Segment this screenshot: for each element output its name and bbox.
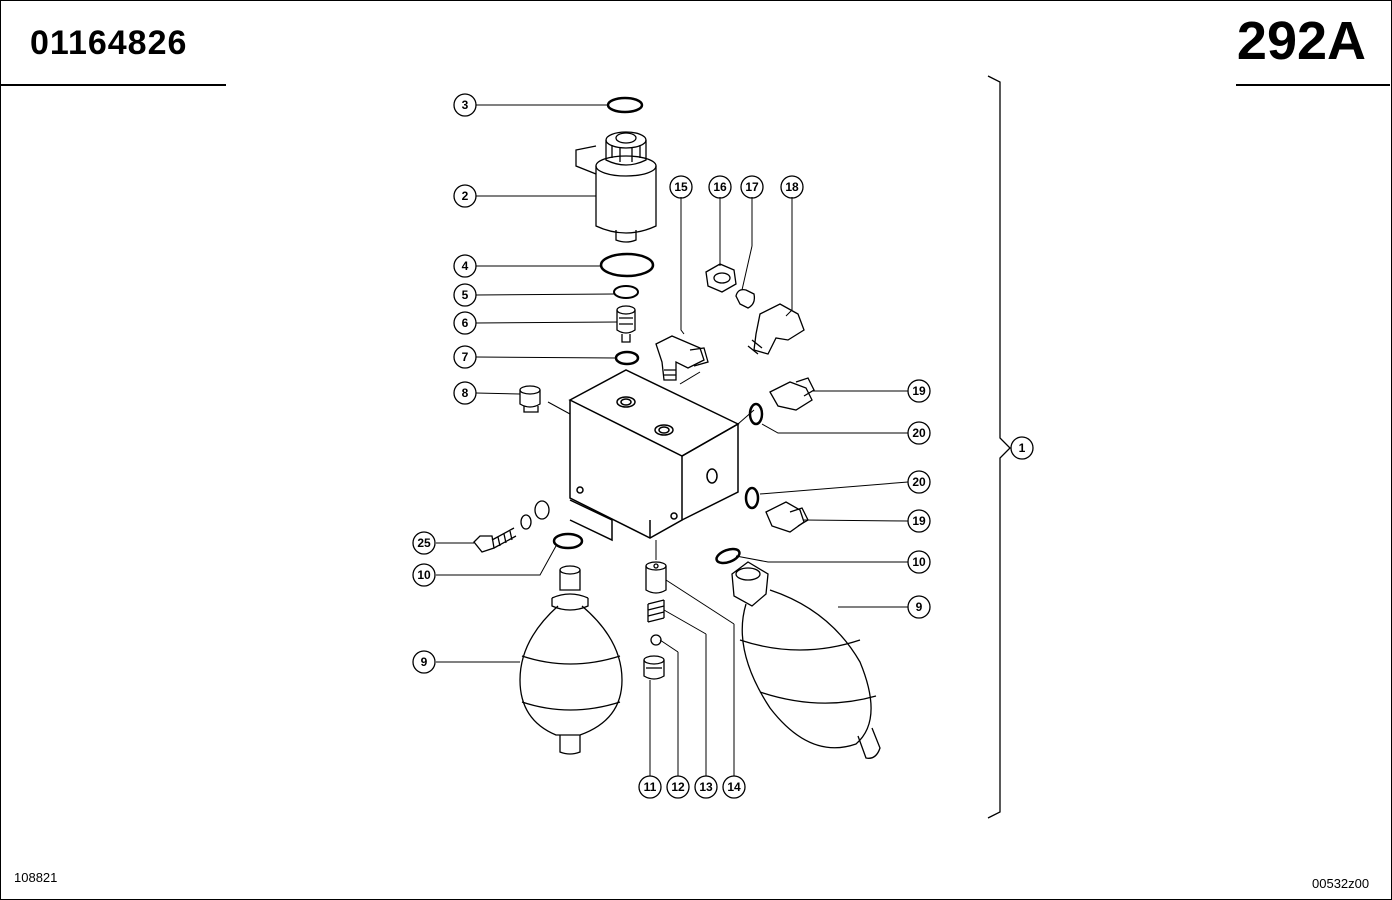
callout-5-label: 5 — [462, 288, 469, 302]
callout-3-label: 3 — [462, 98, 469, 112]
callout-9-left-label: 9 — [421, 655, 428, 669]
plug-11 — [643, 655, 665, 680]
callout-7-label: 7 — [462, 350, 469, 364]
callout-9-left: 9 — [412, 650, 436, 674]
o-ring-7 — [614, 350, 640, 366]
callout-18-label: 18 — [785, 180, 799, 194]
callout-19-lower: 19 — [907, 509, 931, 533]
footer-right-code: 00532z00 — [1312, 876, 1370, 891]
ball-12 — [650, 634, 662, 646]
callout-20-upper: 20 — [907, 421, 931, 445]
callout-3: 3 — [453, 93, 477, 117]
callout-6: 6 — [453, 311, 477, 335]
callouts: 3 2 4 5 6 7 8 15 16 17 18 19 20 1 20 19 … — [412, 93, 1034, 799]
accumulator-9-right — [731, 561, 881, 759]
assembly-bracket — [987, 75, 1011, 819]
leader-lines — [436, 104, 909, 776]
callout-14-label: 14 — [727, 780, 741, 794]
callout-12: 12 — [666, 775, 690, 799]
callout-9-right-label: 9 — [916, 600, 923, 614]
callout-19-upper: 19 — [907, 379, 931, 403]
callout-6-label: 6 — [462, 316, 469, 330]
callout-25: 25 — [412, 531, 436, 555]
callout-10-right: 10 — [907, 550, 931, 574]
callout-4-label: 4 — [462, 259, 469, 273]
o-ring-10-left — [552, 532, 584, 550]
adapter-19-lower — [765, 501, 809, 533]
sleeve-14 — [645, 561, 667, 594]
o-ring-5 — [613, 285, 639, 299]
callout-15: 15 — [669, 175, 693, 199]
callout-10-right-label: 10 — [912, 555, 926, 569]
callout-16: 16 — [708, 175, 732, 199]
callout-17-label: 17 — [745, 180, 759, 194]
o-ring-4 — [599, 252, 655, 278]
callout-20-upper-label: 20 — [912, 426, 926, 440]
callout-18: 18 — [780, 175, 804, 199]
valve-block — [568, 369, 740, 542]
solenoid-coil-2 — [575, 131, 657, 243]
header-rule-right — [1236, 84, 1390, 86]
callout-19-lower-label: 19 — [912, 514, 926, 528]
callout-2-label: 2 — [462, 189, 469, 203]
o-ring-20-lower — [744, 486, 760, 510]
callout-11-label: 11 — [644, 780, 657, 794]
elbow-fitting-15 — [655, 335, 709, 381]
callout-10-left-label: 10 — [417, 568, 431, 582]
callout-17: 17 — [740, 175, 764, 199]
callout-13: 13 — [694, 775, 718, 799]
callout-11: 11 — [638, 775, 662, 799]
header-rule-left — [0, 84, 226, 86]
o-ring-20-upper — [748, 402, 764, 426]
callout-8-label: 8 — [462, 386, 469, 400]
elbow-fitting-18 — [747, 303, 805, 355]
callout-20-lower-label: 20 — [912, 475, 926, 489]
callout-13-label: 13 — [699, 780, 713, 794]
callout-16-label: 16 — [713, 180, 727, 194]
valve-insert-6 — [616, 305, 636, 343]
callout-1-label: 1 — [1019, 441, 1026, 455]
page-code: 292A — [1236, 11, 1366, 71]
cap-17 — [735, 288, 756, 309]
plug-8 — [519, 385, 541, 413]
callout-4: 4 — [453, 254, 477, 278]
callout-25-label: 25 — [417, 536, 431, 550]
callout-5: 5 — [453, 283, 477, 307]
callout-15-label: 15 — [674, 180, 688, 194]
washer-25a — [520, 514, 532, 530]
callout-20-lower: 20 — [907, 470, 931, 494]
adapter-19-upper — [769, 377, 815, 411]
bolt-25 — [473, 527, 517, 553]
part-number: 01164826 — [30, 24, 188, 62]
callout-7: 7 — [453, 345, 477, 369]
callout-1: 1 — [1010, 436, 1034, 460]
callout-12-label: 12 — [671, 780, 685, 794]
accumulator-9-left — [519, 565, 623, 755]
callout-2: 2 — [453, 184, 477, 208]
callout-8: 8 — [453, 381, 477, 405]
spring-13 — [647, 599, 665, 623]
nut-25b — [534, 500, 550, 520]
callout-14: 14 — [722, 775, 746, 799]
callout-19-upper-label: 19 — [912, 384, 926, 398]
footer-left-code: 108821 — [14, 870, 58, 885]
nut-16 — [705, 263, 737, 293]
o-ring-3 — [606, 96, 644, 114]
callout-9-right: 9 — [907, 595, 931, 619]
callout-10-left: 10 — [412, 563, 436, 587]
o-ring-10-right — [715, 547, 741, 565]
